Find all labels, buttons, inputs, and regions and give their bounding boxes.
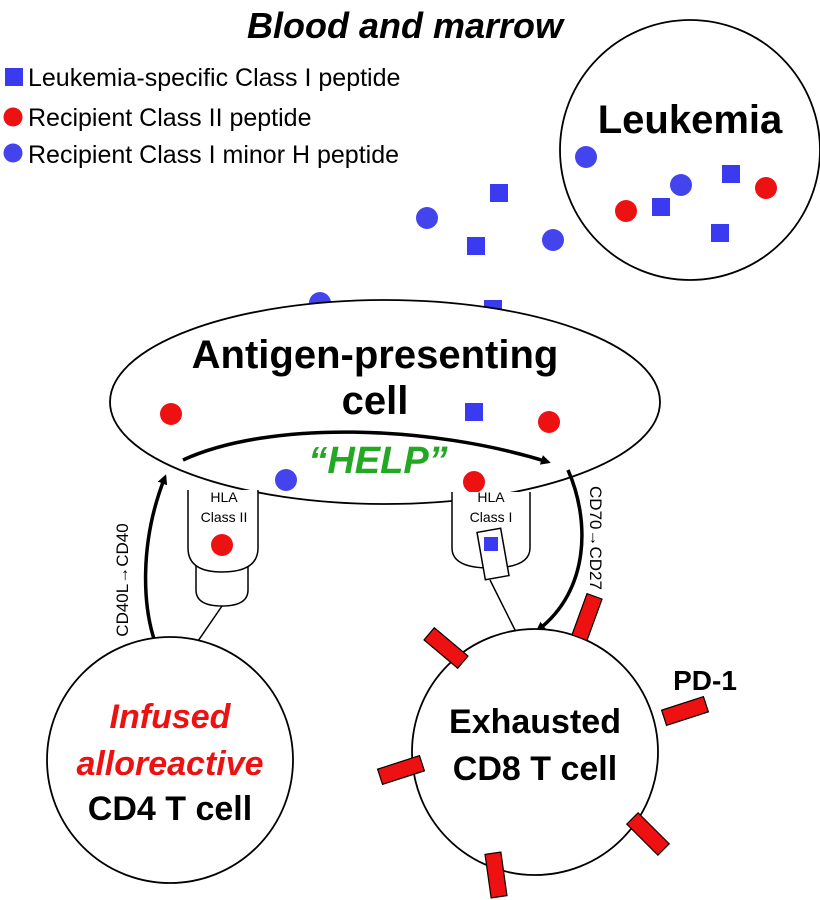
blue-square-peptide bbox=[652, 198, 670, 216]
help-label: “HELP” bbox=[308, 440, 447, 482]
legend-label-class2: Recipient Class II peptide bbox=[28, 104, 311, 132]
hla-class1-complex: HLA Class I bbox=[451, 489, 531, 633]
red-circle-peptide bbox=[615, 200, 637, 222]
legend-red-circle-icon bbox=[3, 107, 23, 127]
hla-class2-complex: HLA Class II bbox=[184, 489, 259, 661]
red-circle-peptide bbox=[160, 403, 182, 425]
cd8-cell-label-line2: CD8 T cell bbox=[453, 750, 617, 788]
class1-bound-peptide bbox=[484, 537, 498, 551]
pd1-label: PD-1 bbox=[673, 665, 737, 696]
blue-circle-peptide bbox=[670, 174, 692, 196]
blue-square-peptide bbox=[467, 237, 485, 255]
apc-label-line2: cell bbox=[342, 379, 409, 423]
leukemia-cell: Leukemia bbox=[559, 19, 820, 281]
hla-class1-label-line1: HLA bbox=[477, 489, 505, 505]
cd8-tcr-stalk bbox=[489, 579, 517, 633]
cd8-signal-label: CD70→CD27 bbox=[586, 486, 605, 590]
hla-class2-molecule bbox=[187, 490, 259, 573]
blue-circle-peptide bbox=[275, 469, 297, 491]
legend-blue-circle-icon bbox=[3, 143, 23, 163]
blue-circle-peptide bbox=[416, 207, 438, 229]
hla-class1-label-line2: Class I bbox=[470, 509, 513, 525]
leukemia-label: Leukemia bbox=[598, 98, 783, 142]
legend-label-class1-minor-h: Recipient Class I minor H peptide bbox=[28, 141, 399, 169]
cd4-cell-label-line1: Infused bbox=[110, 698, 232, 736]
cd40-signal-arrow bbox=[143, 474, 168, 656]
cd4-signal-label: CD40L→CD40 bbox=[113, 523, 132, 636]
cd8-t-cell: Exhausted CD8 T cell bbox=[376, 592, 710, 899]
pd1-receptor bbox=[571, 592, 603, 642]
cd4-t-cell: Infused alloreactive CD4 T cell bbox=[46, 636, 294, 884]
red-circle-peptide bbox=[463, 471, 485, 493]
pd1-receptor bbox=[423, 626, 469, 670]
blue-square-peptide bbox=[465, 403, 483, 421]
pd1-receptor bbox=[484, 851, 508, 899]
pd1-receptor bbox=[625, 811, 671, 857]
class2-bound-peptide bbox=[211, 534, 233, 556]
cd27-signal-arrow bbox=[535, 469, 584, 632]
cd4-cell-label-line3: CD4 T cell bbox=[88, 790, 252, 828]
pd1-receptor bbox=[660, 695, 710, 727]
hla-class2-label-line1: HLA bbox=[210, 489, 238, 505]
blue-circle-peptide bbox=[575, 146, 597, 168]
pd1-receptor bbox=[376, 754, 426, 786]
blue-square-peptide bbox=[490, 184, 508, 202]
cd4-cell-label-line2: alloreactive bbox=[76, 745, 263, 783]
hla-class2-label-line2: Class II bbox=[201, 509, 248, 525]
blue-circle-peptide bbox=[542, 229, 564, 251]
blue-square-peptide bbox=[722, 165, 740, 183]
legend: Leukemia-specific Class I peptide Recipi… bbox=[3, 64, 400, 169]
blue-square-peptide bbox=[711, 224, 729, 242]
cd8-cell-label-line1: Exhausted bbox=[449, 703, 621, 741]
free-peptides bbox=[309, 184, 564, 318]
help-arrow bbox=[182, 430, 551, 465]
legend-label-class1-leukemia: Leukemia-specific Class I peptide bbox=[28, 64, 400, 92]
apc-label-line1: Antigen-presenting bbox=[192, 333, 559, 377]
legend-square-icon bbox=[5, 68, 23, 86]
diagram-title: Blood and marrow bbox=[247, 5, 565, 46]
red-circle-peptide bbox=[755, 177, 777, 199]
red-circle-peptide bbox=[538, 411, 560, 433]
